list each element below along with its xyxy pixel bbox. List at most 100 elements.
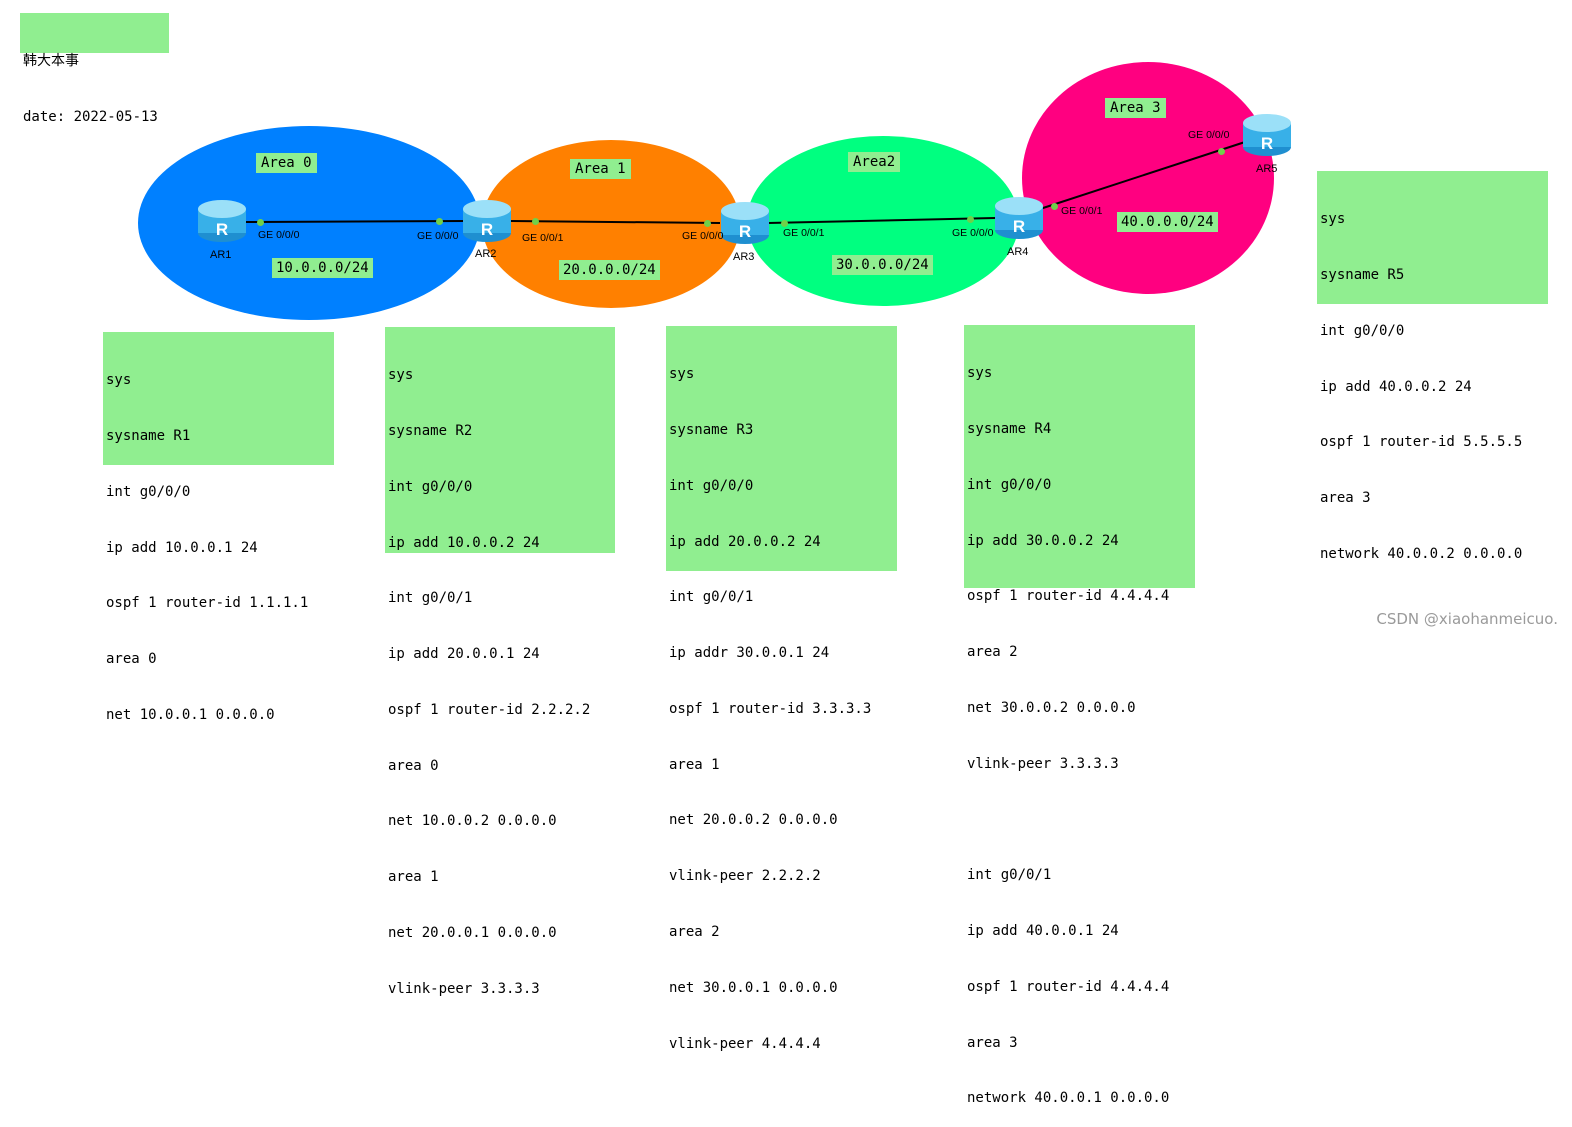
- router-ar2-label: AR2: [475, 248, 497, 260]
- config-line: sysname R1: [106, 427, 191, 444]
- network-40-label: 40.0.0.0/24: [1117, 212, 1218, 232]
- config-line: ip add 10.0.0.2 24: [388, 534, 540, 551]
- config-line: ospf 1 router-id 3.3.3.3: [669, 700, 872, 717]
- iface-ar1-g000: GE 0/0/0: [258, 229, 300, 241]
- config-line: ip add 30.0.0.2 24: [967, 532, 1119, 549]
- config-line: area 0: [106, 651, 157, 668]
- area-1-label: Area 1: [570, 159, 631, 179]
- router-ar1-icon[interactable]: R: [197, 197, 247, 243]
- config-line: ip add 40.0.0.2 24: [1320, 378, 1472, 395]
- port-dot: [257, 219, 264, 226]
- header-title: 韩大本事: [23, 53, 79, 70]
- router-ar3-icon[interactable]: R: [720, 199, 770, 245]
- header-note: 韩大本事 date: 2022-05-13: [20, 13, 169, 125]
- link-ar3-ar4: [767, 217, 996, 224]
- port-dot: [967, 216, 974, 223]
- port-dot: [532, 218, 539, 225]
- iface-ar2-g001: GE 0/0/1: [522, 232, 564, 244]
- port-dot: [781, 220, 788, 227]
- svg-text:R: R: [216, 220, 228, 239]
- config-line: sys: [106, 372, 132, 389]
- config-line: net 10.0.0.1 0.0.0.0: [106, 706, 275, 723]
- config-line: ip addr 30.0.0.1 24: [669, 645, 830, 662]
- svg-text:R: R: [1261, 134, 1273, 153]
- svg-text:R: R: [1013, 217, 1025, 236]
- iface-ar5-g000: GE 0/0/0: [1188, 129, 1230, 141]
- config-line: sysname R3: [669, 421, 754, 438]
- config-line: [967, 810, 1192, 829]
- network-30-label: 30.0.0.0/24: [832, 255, 933, 275]
- svg-text:R: R: [739, 222, 751, 241]
- config-line: ip add 10.0.0.1 24: [106, 539, 258, 556]
- link-ar1-ar2: [245, 220, 466, 223]
- iface-ar2-g000: GE 0/0/0: [417, 230, 459, 242]
- area-3-label: Area 3: [1105, 98, 1166, 118]
- config-line: vlink-peer 3.3.3.3: [967, 755, 1119, 772]
- config-r5-note: sys sysname R5 int g0/0/0 ip add 40.0.0.…: [1317, 171, 1548, 562]
- router-ar2-icon[interactable]: R: [462, 197, 512, 243]
- iface-ar4-g001: GE 0/0/1: [1061, 205, 1103, 217]
- config-line: sysname R5: [1320, 266, 1405, 283]
- port-dot: [436, 218, 443, 225]
- config-line: area 1: [388, 869, 439, 886]
- config-line: int g0/0/0: [106, 483, 191, 500]
- header-date: date: 2022-05-13: [23, 108, 158, 125]
- router-ar4-label: AR4: [1007, 246, 1029, 258]
- router-ar5-icon[interactable]: R: [1242, 111, 1292, 157]
- config-line: int g0/0/0: [967, 476, 1052, 493]
- config-line: ospf 1 router-id 1.1.1.1: [106, 595, 309, 612]
- config-line: network 40.0.0.1 0.0.0.0: [967, 1090, 1170, 1107]
- area-2-label: Area2: [848, 152, 901, 172]
- config-line: sys: [967, 365, 993, 382]
- config-r2-note: sys sysname R2 int g0/0/0 ip add 10.0.0.…: [385, 327, 615, 997]
- svg-text:R: R: [481, 220, 493, 239]
- config-line: sysname R2: [388, 422, 473, 439]
- config-line: int g0/0/0: [669, 477, 754, 494]
- config-line: int g0/0/1: [388, 590, 473, 607]
- config-line: ip add 40.0.0.1 24: [967, 923, 1119, 939]
- config-line: int g0/0/0: [1320, 322, 1405, 339]
- config-line: net 20.0.0.2 0.0.0.0: [669, 812, 838, 829]
- iface-ar3-g001: GE 0/0/1: [783, 227, 825, 239]
- config-line: net 30.0.0.1 0.0.0.0: [669, 979, 838, 996]
- config-line: ip add 20.0.0.1 24: [388, 646, 540, 663]
- config-line: net 30.0.0.2 0.0.0.0: [967, 699, 1136, 716]
- router-ar5-label: AR5: [1256, 163, 1278, 175]
- router-ar3-label: AR3: [733, 251, 755, 263]
- config-line: net 20.0.0.1 0.0.0.0: [388, 925, 557, 941]
- iface-ar4-g000: GE 0/0/0: [952, 227, 994, 239]
- link-lines: [245, 141, 1246, 224]
- config-line: area 0: [388, 757, 439, 774]
- config-line: area 2: [669, 924, 720, 940]
- iface-ar3-g000: GE 0/0/0: [682, 230, 724, 242]
- config-line: network 40.0.0.2 0.0.0.0: [1320, 545, 1523, 562]
- router-ar1-label: AR1: [210, 249, 232, 261]
- config-r1-note: sys sysname R1 int g0/0/0 ip add 10.0.0.…: [103, 332, 334, 723]
- port-dot: [1051, 203, 1058, 210]
- link-ar2-ar3: [510, 220, 721, 224]
- port-dot: [1218, 148, 1225, 155]
- watermark: CSDN @xiaohanmeicuo.: [1376, 610, 1558, 628]
- config-line: ospf 1 router-id 4.4.4.4: [967, 588, 1170, 605]
- network-10-label: 10.0.0.0/24: [272, 258, 373, 278]
- config-line: sysname R4: [967, 420, 1052, 437]
- config-line: int g0/0/1: [669, 589, 754, 606]
- config-line: area 3: [1320, 490, 1371, 507]
- config-line: ospf 1 router-id 4.4.4.4: [967, 978, 1170, 995]
- config-line: sys: [1320, 211, 1346, 228]
- config-line: vlink-peer 3.3.3.3: [388, 980, 540, 997]
- config-r3-note: sys sysname R3 int g0/0/0 ip add 20.0.0.…: [666, 326, 897, 1052]
- config-line: area 1: [669, 756, 720, 773]
- network-20-label: 20.0.0.0/24: [559, 260, 660, 280]
- config-line: sys: [669, 366, 695, 383]
- config-line: vlink-peer 4.4.4.4: [669, 1035, 821, 1052]
- config-line: ospf 1 router-id 2.2.2.2: [388, 701, 591, 718]
- config-r4-note: sys sysname R4 int g0/0/0 ip add 30.0.0.…: [964, 325, 1195, 1106]
- config-line: vlink-peer 2.2.2.2: [669, 868, 821, 885]
- config-line: int g0/0/1: [967, 867, 1052, 884]
- config-line: net 10.0.0.2 0.0.0.0: [388, 813, 557, 830]
- link-ar4-ar5: [1039, 141, 1246, 210]
- config-line: ospf 1 router-id 5.5.5.5: [1320, 434, 1523, 451]
- config-line: area 3: [967, 1034, 1018, 1051]
- router-ar4-icon[interactable]: R: [994, 194, 1044, 240]
